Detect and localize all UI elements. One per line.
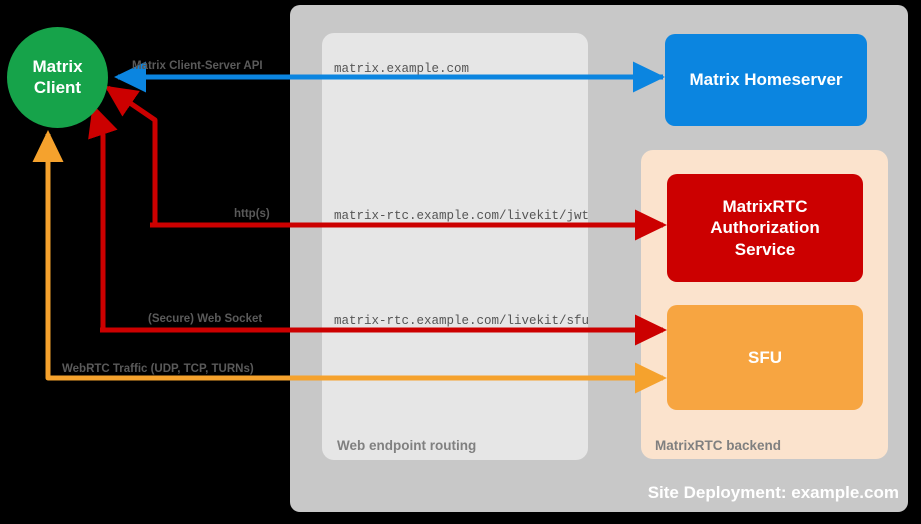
endpoint-livekit-sfu: matrix-rtc.example.com/livekit/sfu	[334, 314, 590, 328]
auth-service-label-line3: Service	[734, 239, 796, 259]
edge-webrtc-traffic	[32, 129, 668, 394]
site-deployment-caption: Site Deployment: example.com	[647, 483, 899, 502]
matrix-client-label-line2: Client	[33, 77, 82, 97]
web-endpoint-routing-panel	[322, 33, 588, 460]
web-endpoint-routing-caption: Web endpoint routing	[337, 438, 477, 453]
auth-service-label-line1: MatrixRTC	[722, 197, 808, 217]
edge-jwt-https	[104, 85, 668, 241]
auth-service-label-line2: Authorization	[710, 218, 820, 238]
node-sfu[interactable]: SFU	[667, 305, 863, 410]
matrix-homeserver-label: Matrix Homeserver	[689, 70, 843, 89]
edge-secure-websocket	[88, 104, 668, 346]
matrix-client-label-line1: Matrix	[32, 57, 83, 77]
node-matrix-homeserver[interactable]: Matrix Homeserver	[665, 34, 867, 126]
matrixrtc-backend-caption: MatrixRTC backend	[655, 438, 782, 453]
edge-label-client-server-api: Matrix Client-Server API	[132, 60, 263, 72]
sfu-label: SFU	[748, 347, 782, 367]
endpoint-matrix-example-com: matrix.example.com	[334, 62, 470, 76]
endpoint-livekit-jwt: matrix-rtc.example.com/livekit/jwt	[334, 209, 590, 223]
node-matrix-client[interactable]: Matrix Client	[7, 27, 108, 128]
edge-label-webrtc-traffic: WebRTC Traffic (UDP, TCP, TURNs)	[62, 363, 254, 375]
edge-label-secure-websocket: (Secure) Web Socket	[148, 313, 263, 325]
node-matrixrtc-authorization-service[interactable]: MatrixRTC Authorization Service	[667, 174, 863, 282]
edge-label-https: http(s)	[234, 208, 270, 220]
